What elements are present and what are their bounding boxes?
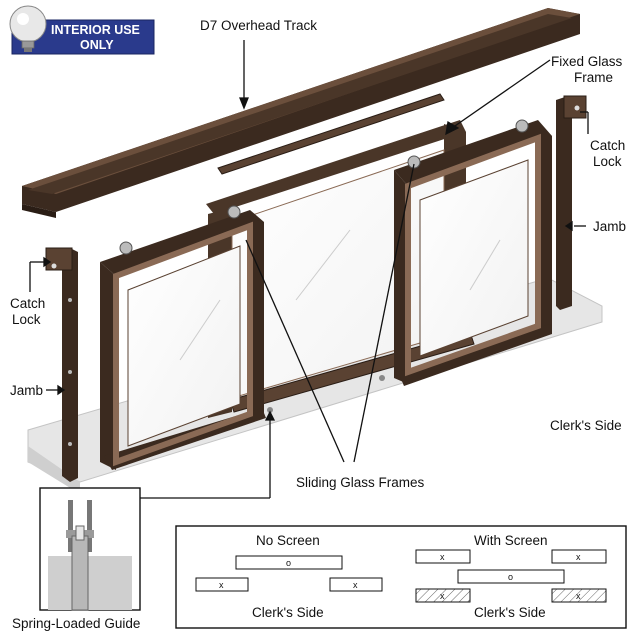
legend-with-screen-top-right-mark: x xyxy=(576,552,581,562)
legend-no-screen: No Screen o x x Clerk's Side xyxy=(195,533,383,620)
left-jamb xyxy=(45,247,78,482)
sliding-frame-right xyxy=(394,119,552,386)
catch-strip xyxy=(217,93,445,175)
legend-no-screen-left-mark: x xyxy=(219,580,224,590)
label-catch-lock-left-2: Lock xyxy=(12,312,41,327)
legend-no-screen-footer: Clerk's Side xyxy=(252,605,324,620)
interior-use-badge: INTERIOR USE ONLY xyxy=(9,5,155,55)
lightbulb-icon xyxy=(9,5,47,52)
label-clerks-side-main: Clerk's Side xyxy=(550,418,622,433)
label-jamb-left: Jamb xyxy=(10,383,43,398)
legend-with-screen: With Screen x x o x x Clerk's Side xyxy=(415,533,607,620)
legend-no-screen-center-mark: o xyxy=(286,558,291,568)
label-catch-lock-right-2: Lock xyxy=(593,154,622,169)
labels: D7 Overhead Track Fixed Glass Frame Catc… xyxy=(10,18,626,631)
legend-with-screen-center-mark: o xyxy=(508,572,513,582)
legend-no-screen-right-mark: x xyxy=(353,580,358,590)
legend-with-screen-title: With Screen xyxy=(474,533,548,548)
label-fixed-glass-frame-2: Frame xyxy=(574,70,613,85)
legend-with-screen-bottom-left-mark: x xyxy=(440,591,445,601)
bottom-track xyxy=(229,331,475,413)
legend-with-screen-footer: Clerk's Side xyxy=(474,605,546,620)
legend-no-screen-title: No Screen xyxy=(256,533,320,548)
right-jamb xyxy=(556,95,587,310)
label-jamb-right: Jamb xyxy=(593,219,626,234)
legend-with-screen-top-left-mark: x xyxy=(440,552,445,562)
spring-loaded-guide-inset xyxy=(39,487,141,611)
label-catch-lock-left-1: Catch xyxy=(10,296,45,311)
overhead-track xyxy=(22,8,580,218)
sliding-frame-left xyxy=(100,205,266,470)
label-overhead-track: D7 Overhead Track xyxy=(200,18,317,33)
label-fixed-glass-frame-1: Fixed Glass xyxy=(551,54,623,69)
legend-with-screen-bottom-right-mark: x xyxy=(576,591,581,601)
label-sliding-glass-frames: Sliding Glass Frames xyxy=(296,475,425,490)
legend-box: No Screen o x x Clerk's Side With Screen… xyxy=(175,525,627,629)
badge-line-2: ONLY xyxy=(80,38,114,52)
leader-lines xyxy=(29,40,589,499)
badge-line-1: INTERIOR USE xyxy=(51,23,140,37)
label-catch-lock-right-1: Catch xyxy=(590,138,625,153)
label-spring-loaded-guide: Spring-Loaded Guide xyxy=(12,616,140,631)
